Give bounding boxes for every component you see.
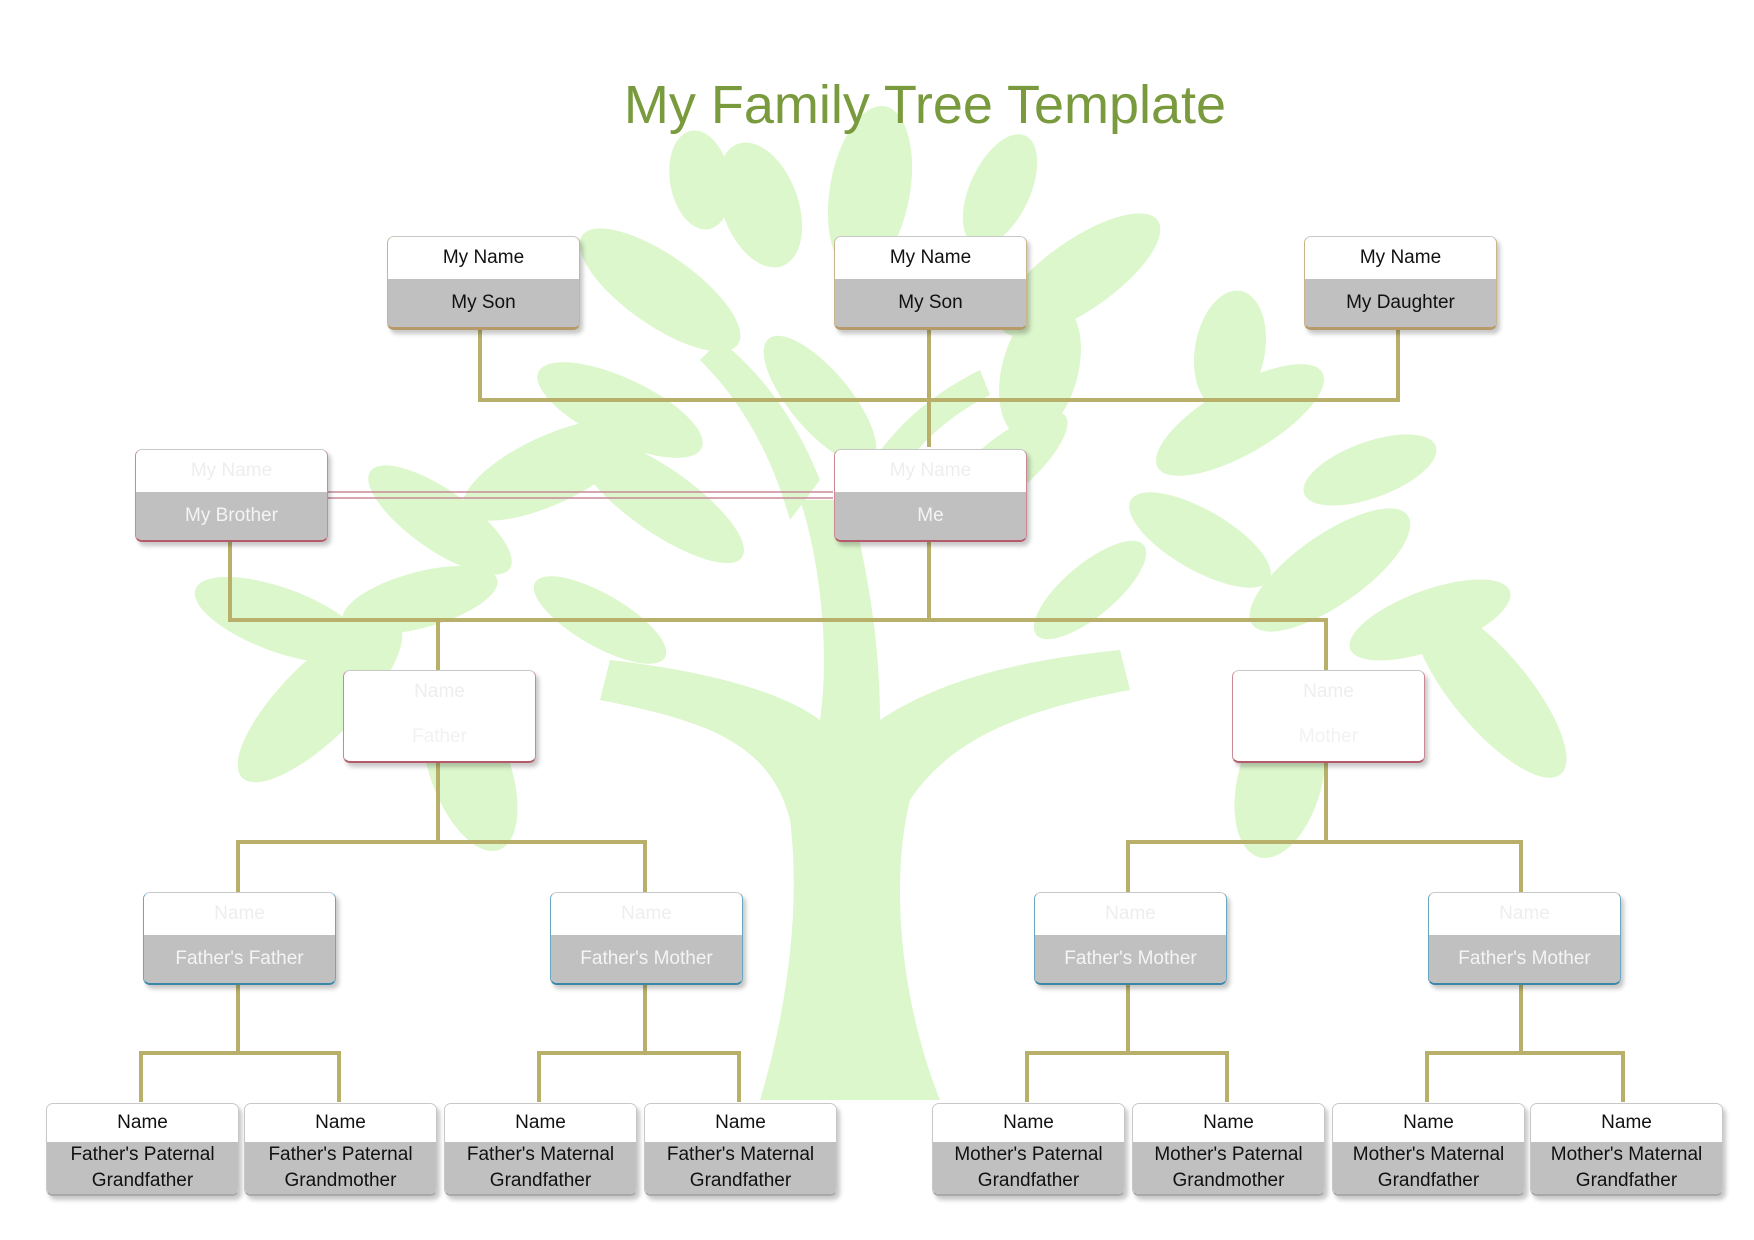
card-brother[interactable]: My Name My Brother bbox=[135, 449, 328, 542]
card-name: Name bbox=[1429, 893, 1620, 936]
card-great-grandparent-3[interactable]: Name Father's Maternal Grandfather bbox=[444, 1103, 637, 1196]
card-relation: My Son bbox=[835, 279, 1026, 327]
card-name: My Name bbox=[835, 237, 1026, 280]
card-relation: Father's Maternal Grandfather bbox=[645, 1141, 836, 1194]
card-great-grandparent-8[interactable]: Name Mother's Maternal Grandfather bbox=[1530, 1103, 1723, 1196]
card-name: Name bbox=[933, 1104, 1124, 1142]
card-name: Name bbox=[47, 1104, 238, 1142]
card-name: Name bbox=[645, 1104, 836, 1142]
card-relation: Mother's Maternal Grandfather bbox=[1531, 1141, 1722, 1194]
card-relation: Mother's Maternal Grandfather bbox=[1333, 1141, 1524, 1194]
card-name: My Name bbox=[388, 237, 579, 280]
card-relation: Father's Paternal Grandmother bbox=[245, 1141, 436, 1194]
card-relation: Father's Father bbox=[144, 935, 335, 983]
card-relation: Me bbox=[835, 492, 1026, 540]
card-son-2[interactable]: My Name My Son bbox=[834, 236, 1027, 330]
card-daughter[interactable]: My Name My Daughter bbox=[1304, 236, 1497, 330]
card-relation: Mother bbox=[1233, 713, 1424, 761]
card-name: Name bbox=[1531, 1104, 1722, 1142]
card-name: Name bbox=[1133, 1104, 1324, 1142]
card-great-grandparent-6[interactable]: Name Mother's Paternal Grandmother bbox=[1132, 1103, 1325, 1196]
card-name: Name bbox=[344, 671, 535, 714]
card-father[interactable]: Name Father bbox=[343, 670, 536, 763]
card-relation: Mother's Paternal Grandmother bbox=[1133, 1141, 1324, 1194]
card-name: Name bbox=[1035, 893, 1226, 936]
card-grandparent-3[interactable]: Name Father's Mother bbox=[1034, 892, 1227, 985]
card-great-grandparent-4[interactable]: Name Father's Maternal Grandfather bbox=[644, 1103, 837, 1196]
card-relation: Mother's Paternal Grandfather bbox=[933, 1141, 1124, 1194]
card-relation: My Brother bbox=[136, 492, 327, 540]
card-name: Name bbox=[445, 1104, 636, 1142]
card-grandparent-1[interactable]: Name Father's Father bbox=[143, 892, 336, 985]
card-name: Name bbox=[1333, 1104, 1524, 1142]
card-grandparent-2[interactable]: Name Father's Mother bbox=[550, 892, 743, 985]
card-name: My Name bbox=[1305, 237, 1496, 280]
card-relation: My Son bbox=[388, 279, 579, 327]
card-relation: Father bbox=[344, 713, 535, 761]
card-name: Name bbox=[551, 893, 742, 936]
card-relation: Father's Mother bbox=[1035, 935, 1226, 983]
card-name: My Name bbox=[835, 450, 1026, 493]
card-me[interactable]: My Name Me bbox=[834, 449, 1027, 542]
card-name: Name bbox=[144, 893, 335, 936]
card-great-grandparent-5[interactable]: Name Mother's Paternal Grandfather bbox=[932, 1103, 1125, 1196]
card-name: My Name bbox=[136, 450, 327, 493]
card-mother[interactable]: Name Mother bbox=[1232, 670, 1425, 763]
card-grandparent-4[interactable]: Name Father's Mother bbox=[1428, 892, 1621, 985]
card-great-grandparent-2[interactable]: Name Father's Paternal Grandmother bbox=[244, 1103, 437, 1196]
card-relation: My Daughter bbox=[1305, 279, 1496, 327]
card-relation: Father's Maternal Grandfather bbox=[445, 1141, 636, 1194]
card-relation: Father's Paternal Grandfather bbox=[47, 1141, 238, 1194]
card-name: Name bbox=[245, 1104, 436, 1142]
card-relation: Father's Mother bbox=[1429, 935, 1620, 983]
card-great-grandparent-1[interactable]: Name Father's Paternal Grandfather bbox=[46, 1103, 239, 1196]
card-name: Name bbox=[1233, 671, 1424, 714]
card-great-grandparent-7[interactable]: Name Mother's Maternal Grandfather bbox=[1332, 1103, 1525, 1196]
card-son-1[interactable]: My Name My Son bbox=[387, 236, 580, 330]
page-title: My Family Tree Template bbox=[623, 75, 1227, 135]
card-relation: Father's Mother bbox=[551, 935, 742, 983]
